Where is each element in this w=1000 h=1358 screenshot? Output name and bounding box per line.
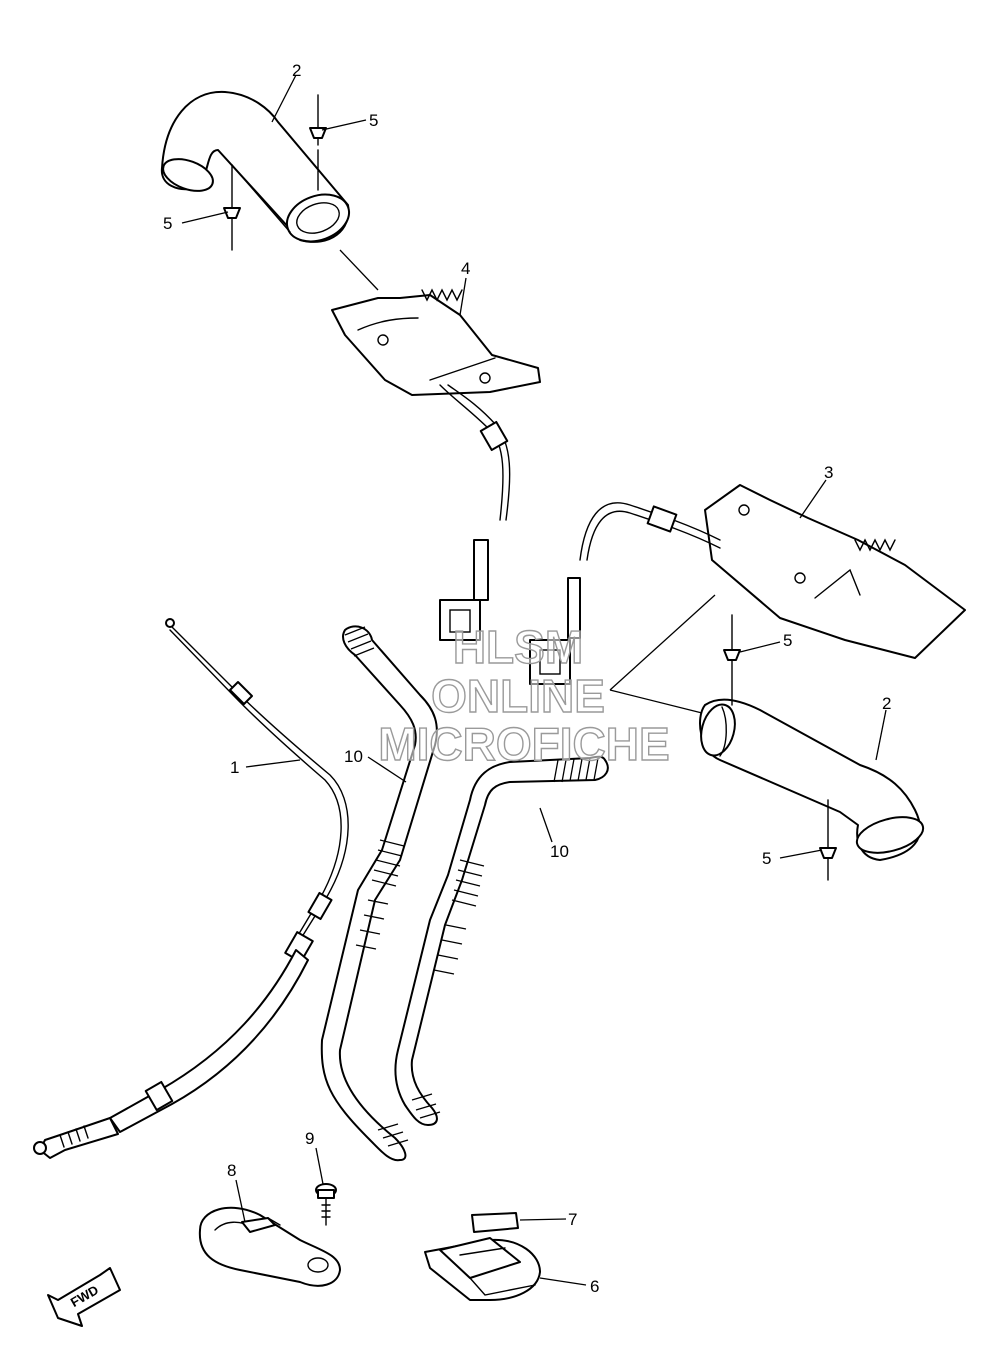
callout-5-lower-upper: 5 [783,631,792,650]
handlebar-part-10-right[interactable] [394,755,609,1126]
callout-9: 9 [305,1129,314,1148]
callout-5-upper-left: 5 [163,214,172,233]
watermark-line-1: HLSM [453,621,583,673]
cover-part-6[interactable] [424,1237,541,1301]
watermark-line-3: MICROFICHE [378,718,669,770]
callout-5-upper-right: 5 [369,111,378,130]
handlebar-part-10-left[interactable] [320,625,438,1162]
callout-5-lower: 5 [762,849,771,868]
callout-4: 4 [461,259,470,278]
grip-heater-part-4[interactable] [331,249,541,396]
callout-8: 8 [227,1161,236,1180]
wire-harness-part-3[interactable] [529,502,721,685]
rivet-part-5-b[interactable] [223,164,241,251]
callout-7: 7 [568,1210,577,1229]
wire-harness-part-4[interactable] [439,384,511,641]
rivet-part-5-a[interactable] [309,94,327,191]
pad-part-7[interactable] [471,1212,519,1233]
callout-3: 3 [824,463,833,482]
screw-part-9[interactable] [315,1183,337,1226]
fwd-arrow-icon: FWD [47,1267,121,1327]
watermark: HLSM ONLINE MICROFICHE [378,620,671,770]
watermark-line-2: ONLINE [431,670,605,722]
throttle-cable-part-1[interactable] [33,618,349,1159]
rivet-part-5-d[interactable] [819,799,837,881]
grip-heater-part-3[interactable] [704,484,966,659]
rivet-part-5-c[interactable] [723,614,741,706]
callout-2-upper: 2 [292,61,301,80]
callout-2-lower: 2 [882,694,891,713]
grip-part-2-upper[interactable] [159,90,356,250]
callout-10-left: 10 [344,747,363,766]
callout-1: 1 [230,758,239,777]
callout-10-right: 10 [550,842,569,861]
grip-part-2-lower[interactable] [696,698,927,861]
callout-6: 6 [590,1277,599,1296]
cover-part-8[interactable] [198,1206,341,1287]
